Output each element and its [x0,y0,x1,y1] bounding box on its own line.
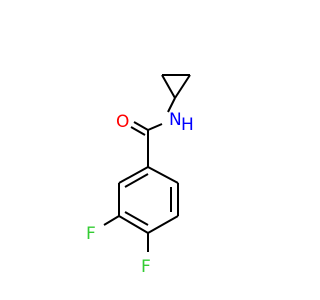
bond-carbonyl-oxygen-2 [130,126,146,136]
oxygen-atom-label: O [116,112,129,132]
bond-c3-fluorine [103,215,120,226]
fluorine-3-atom-label: F [86,224,96,244]
bond-cyclopropyl-3 [174,74,191,99]
bond-ring-c1-c2 [118,166,149,184]
fluorine-4-atom-label: F [141,257,151,277]
bond-ring-c3-c4 [118,215,149,234]
bond-cyclopropyl-1 [161,74,176,99]
hydrogen-atom-label: H [181,115,194,135]
bond-aromatic-inner-1 [124,173,149,188]
molecule-structure: O N H F F [86,74,194,277]
bond-ring-c4-c5 [147,215,179,234]
bond-n-carbonyl [147,123,163,131]
bond-carbonyl-oxygen-1 [133,121,149,131]
bond-ring-c6-c1 [147,166,179,184]
bond-n-cyclopropyl [167,97,176,113]
bond-aromatic-inner-2 [124,211,149,226]
nitrogen-atom-label: N [169,110,182,130]
